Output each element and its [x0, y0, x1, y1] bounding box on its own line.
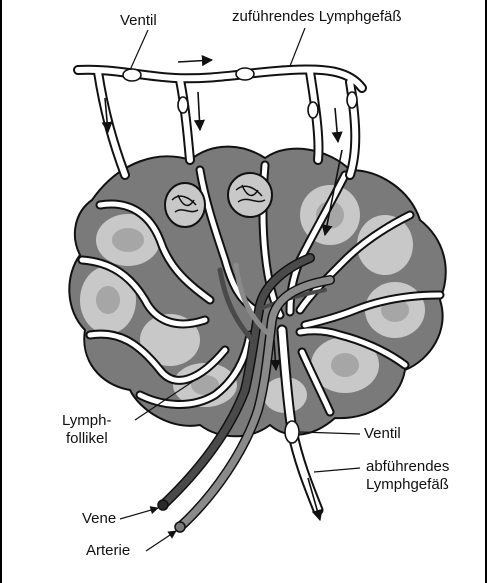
label-artery: Arterie — [86, 542, 130, 559]
label-follicle-line2: follikel — [66, 430, 108, 447]
label-efferent-line2: Lymphgefäß — [366, 476, 449, 493]
label-afferent-vessel: zuführendes Lymphgefäß — [232, 8, 402, 25]
label-follicle-line1: Lymph- — [62, 412, 111, 429]
label-valve-bottom: Ventil — [364, 425, 401, 442]
label-vein: Vene — [82, 510, 116, 527]
label-valve-top: Ventil — [120, 12, 157, 29]
label-efferent-line1: abführendes — [366, 458, 449, 475]
